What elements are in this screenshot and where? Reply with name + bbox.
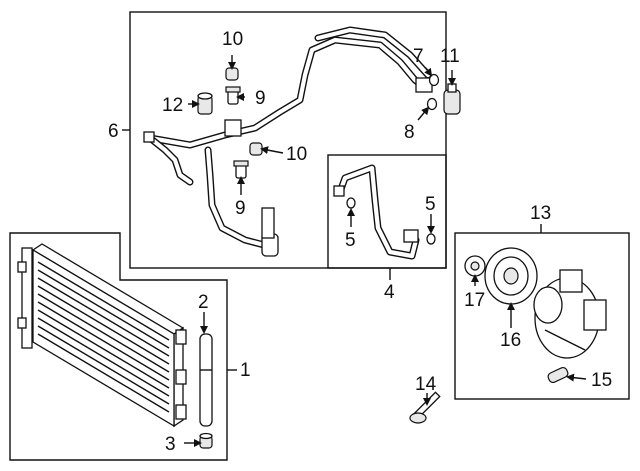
o-ring-suction-right[interactable] bbox=[426, 233, 436, 245]
bolt[interactable] bbox=[409, 391, 441, 424]
drier-cap[interactable] bbox=[199, 432, 213, 449]
service-valve-lower[interactable] bbox=[233, 160, 249, 179]
callout-9-lower: 9 bbox=[235, 198, 246, 219]
callout-17: 17 bbox=[464, 290, 485, 311]
relief-valve[interactable] bbox=[547, 366, 569, 384]
callout-7: 7 bbox=[413, 46, 424, 67]
callout-12: 12 bbox=[162, 95, 183, 116]
pulley[interactable] bbox=[484, 247, 538, 305]
compressor[interactable] bbox=[533, 269, 607, 359]
callout-16: 16 bbox=[500, 330, 521, 351]
o-ring-upper[interactable] bbox=[428, 73, 440, 87]
callout-11: 11 bbox=[440, 46, 460, 67]
receiver-drier[interactable] bbox=[199, 333, 213, 427]
condenser-box bbox=[9, 232, 228, 461]
service-valve-upper[interactable] bbox=[225, 86, 241, 105]
callout-5-right: 5 bbox=[425, 194, 436, 215]
service-cap-upper[interactable] bbox=[225, 67, 239, 81]
o-ring-lower[interactable] bbox=[426, 97, 438, 111]
callout-13: 13 bbox=[530, 203, 551, 224]
callout-15: 15 bbox=[591, 370, 612, 391]
suction-line-box bbox=[327, 154, 447, 269]
pressure-switch[interactable] bbox=[197, 92, 213, 115]
service-cap-lower[interactable] bbox=[249, 142, 263, 156]
callout-2: 2 bbox=[198, 292, 209, 313]
callout-10-lower: 10 bbox=[286, 144, 307, 165]
leader-lines bbox=[122, 55, 587, 447]
condenser[interactable] bbox=[17, 243, 187, 428]
suction-line[interactable] bbox=[333, 164, 420, 260]
callout-10-upper: 10 bbox=[222, 29, 243, 50]
callout-8: 8 bbox=[404, 122, 415, 143]
callout-9-upper: 9 bbox=[255, 88, 266, 109]
callout-1: 1 bbox=[240, 360, 251, 381]
discharge-hose-assembly[interactable] bbox=[143, 26, 433, 257]
o-ring-suction-left[interactable] bbox=[346, 197, 356, 209]
callout-3: 3 bbox=[165, 434, 176, 455]
clutch-hub[interactable] bbox=[464, 255, 486, 277]
callout-14: 14 bbox=[415, 374, 437, 395]
callout-6: 6 bbox=[108, 121, 119, 142]
compressor-box bbox=[454, 232, 630, 400]
hose-assembly-box bbox=[129, 11, 447, 269]
callout-5-left: 5 bbox=[345, 230, 356, 251]
callout-4: 4 bbox=[384, 282, 395, 303]
sensor-cap[interactable] bbox=[443, 83, 461, 115]
